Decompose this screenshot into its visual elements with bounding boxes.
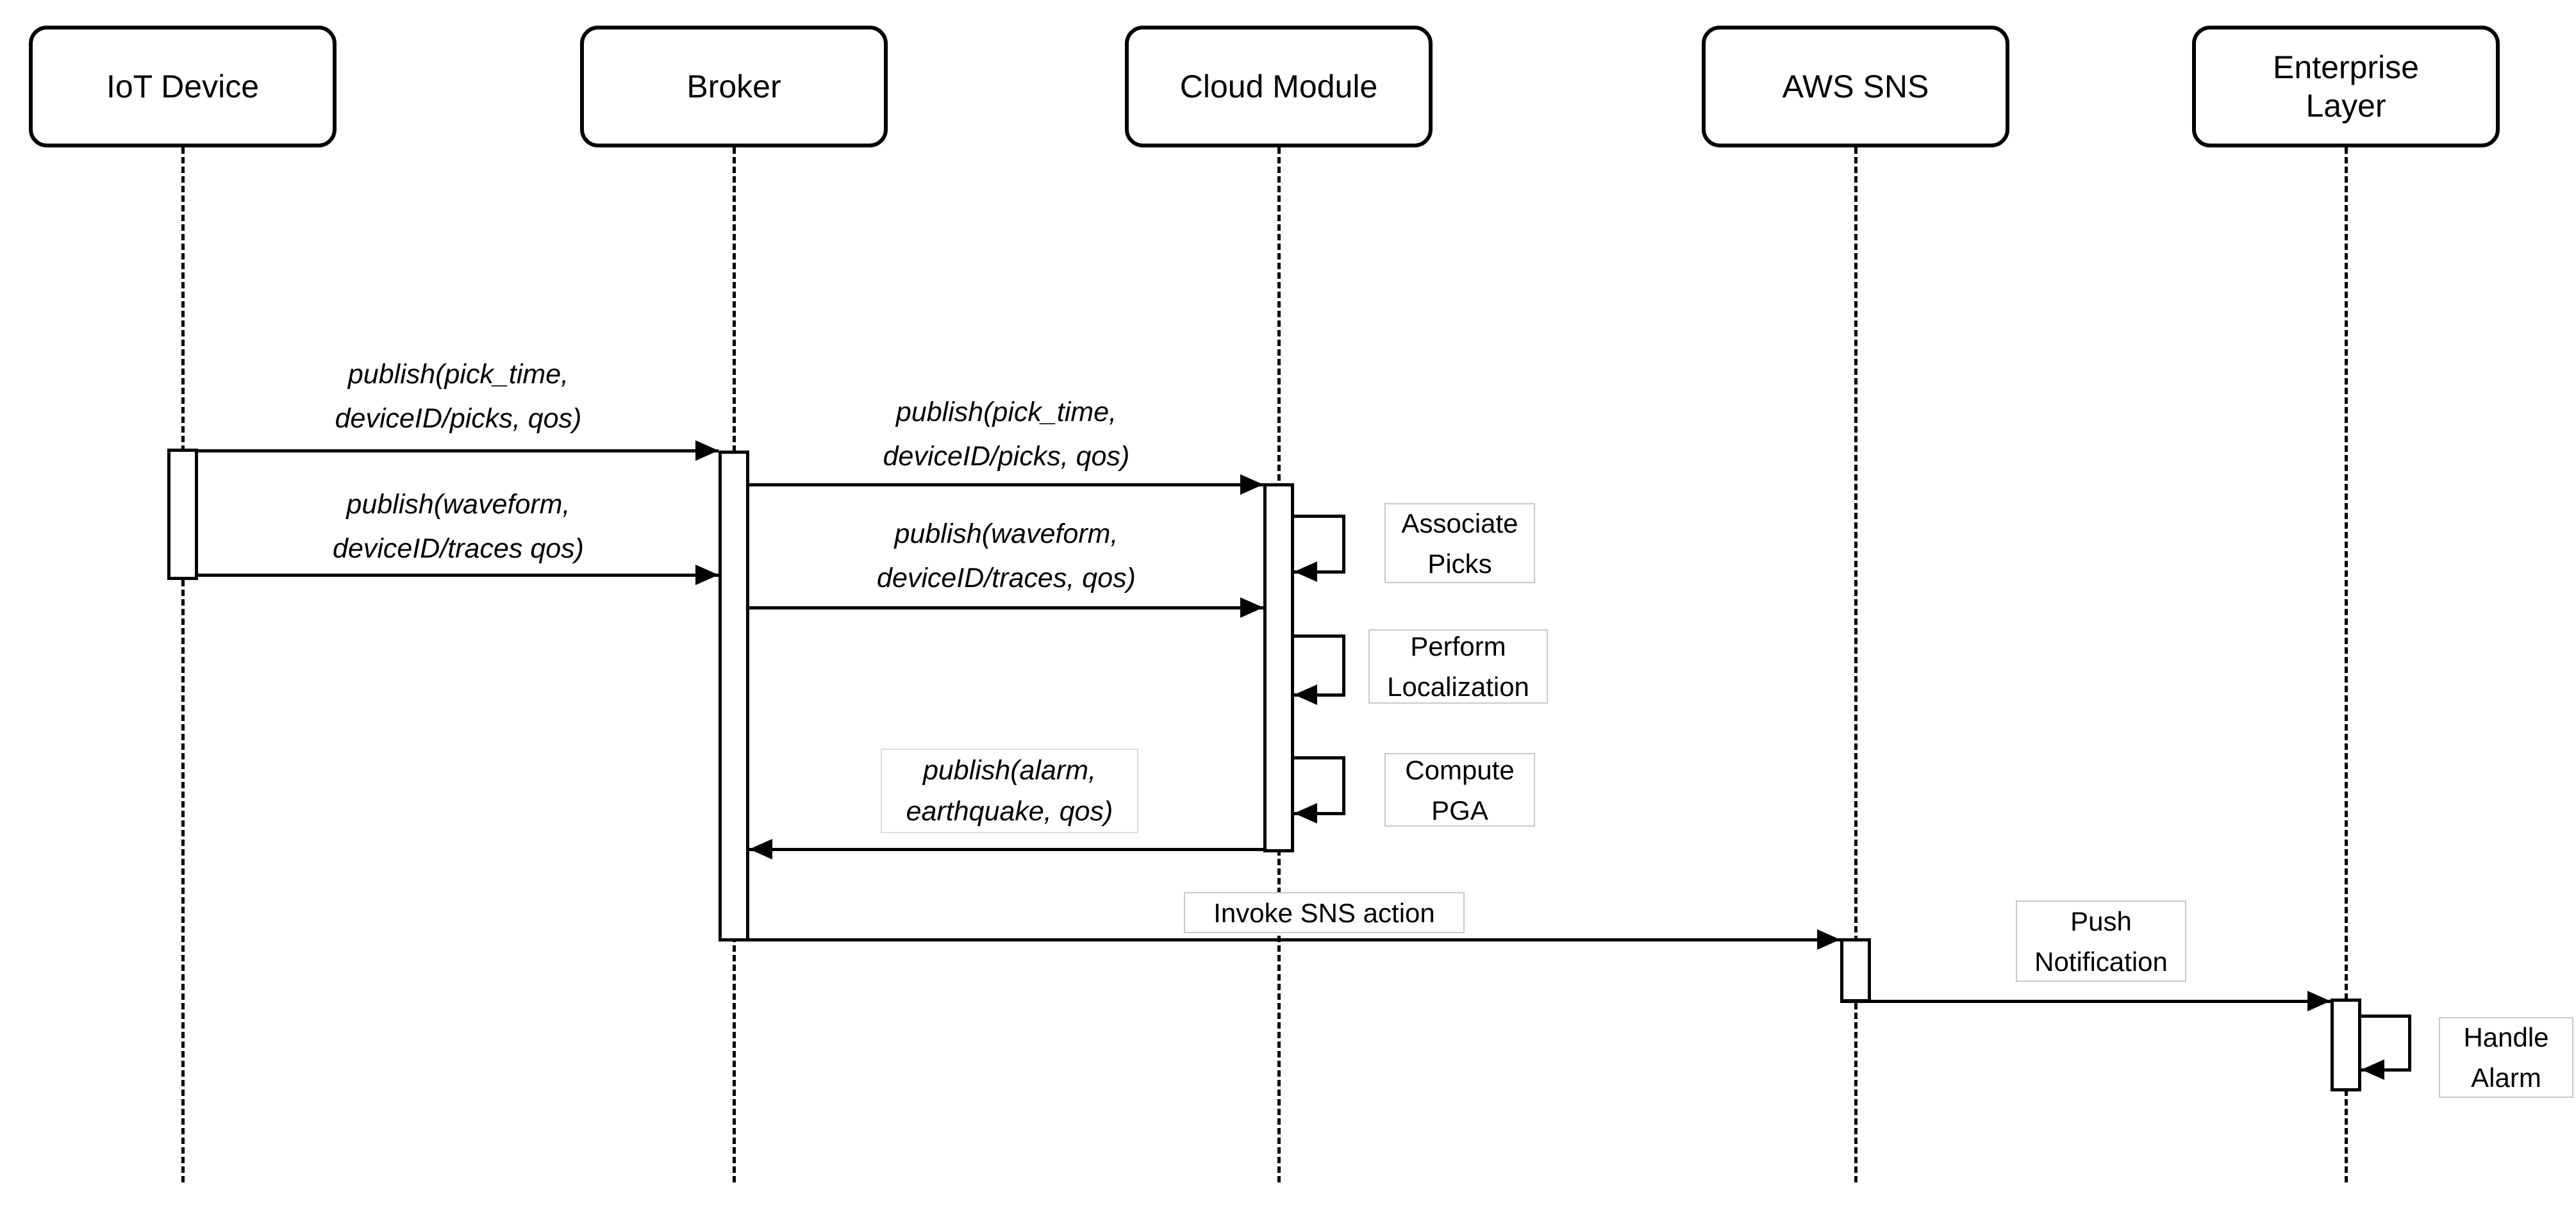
- message-3-publish-pick-time-line: [749, 483, 1263, 486]
- message-7-push-notification-label: Push Notification: [2016, 900, 2186, 982]
- actor-box-iot-device: IoT Device: [29, 26, 337, 147]
- activation-aws-sns: [1840, 938, 1871, 1002]
- message-2-publish-waveform-line: [198, 574, 719, 577]
- message-4-arrowhead-icon: [1240, 597, 1263, 618]
- message-1-publish-pick-time-line: [198, 449, 719, 452]
- message-3-publish-pick-time-label: publish(pick_time, deviceID/picks, qos): [876, 390, 1136, 479]
- label-handle-alarm: Handle Alarm: [2439, 1017, 2573, 1098]
- message-5-publish-alarm-label: publish(alarm, earthquake, qos): [881, 749, 1138, 833]
- message-3-arrowhead-icon: [1240, 474, 1263, 495]
- actor-label-iot-device: IoT Device: [106, 69, 260, 104]
- activation-cloud-module: [1263, 483, 1294, 852]
- self-loop-associate-picks: [1294, 515, 1345, 574]
- activation-broker: [719, 451, 749, 941]
- message-7-arrowhead-icon: [2307, 991, 2331, 1011]
- label-associate-picks: Associate Picks: [1384, 503, 1535, 583]
- actor-label-aws-sns: AWS SNS: [1782, 69, 1929, 104]
- activation-enterprise-layer: [2331, 999, 2361, 1091]
- message-5-publish-alarm-line: [749, 848, 1263, 851]
- message-4-publish-waveform-line: [749, 606, 1263, 609]
- self-loop-associate-picks-arrowhead-icon: [1294, 561, 1317, 582]
- actor-label-enterprise-layer: Enterprise Layer: [2273, 49, 2419, 124]
- message-7-push-notification-line: [1840, 1000, 2331, 1003]
- lifeline-iot-device: [181, 147, 185, 1182]
- self-loop-compute-pga: [1294, 756, 1345, 815]
- self-loop-compute-pga-arrowhead-icon: [1294, 803, 1317, 824]
- actor-box-cloud-module: Cloud Module: [1125, 26, 1433, 147]
- lifeline-enterprise-layer: [2345, 147, 2348, 1182]
- message-6-invoke-sns-line: [719, 938, 1840, 941]
- message-1-arrowhead-icon: [695, 440, 719, 461]
- label-perform-localization: Perform Localization: [1368, 629, 1548, 704]
- actor-box-enterprise-layer: Enterprise Layer: [2192, 26, 2500, 147]
- message-6-arrowhead-icon: [1817, 929, 1840, 950]
- label-compute-pga: Compute PGA: [1384, 753, 1535, 827]
- message-6-invoke-sns-label: Invoke SNS action: [1184, 892, 1465, 933]
- message-5-arrowhead-icon: [749, 839, 772, 859]
- self-loop-handle-alarm: [2361, 1015, 2411, 1072]
- message-4-publish-waveform-label: publish(waveform, deviceID/traces, qos): [870, 512, 1142, 601]
- message-2-arrowhead-icon: [695, 565, 719, 585]
- message-2-publish-waveform-label: publish(waveform, deviceID/traces qos): [326, 483, 590, 571]
- actor-box-aws-sns: AWS SNS: [1702, 26, 2009, 147]
- message-1-publish-pick-time-label: publish(pick_time, deviceID/picks, qos): [328, 352, 588, 441]
- self-loop-perform-localization: [1294, 634, 1345, 697]
- actor-label-broker: Broker: [686, 69, 781, 104]
- activation-iot-device: [167, 449, 198, 580]
- actor-box-broker: Broker: [580, 26, 888, 147]
- lifeline-aws-sns: [1854, 147, 1857, 1182]
- self-loop-handle-alarm-arrowhead-icon: [2361, 1059, 2384, 1080]
- self-loop-perform-localization-arrowhead-icon: [1294, 684, 1317, 705]
- actor-label-cloud-module: Cloud Module: [1179, 69, 1378, 104]
